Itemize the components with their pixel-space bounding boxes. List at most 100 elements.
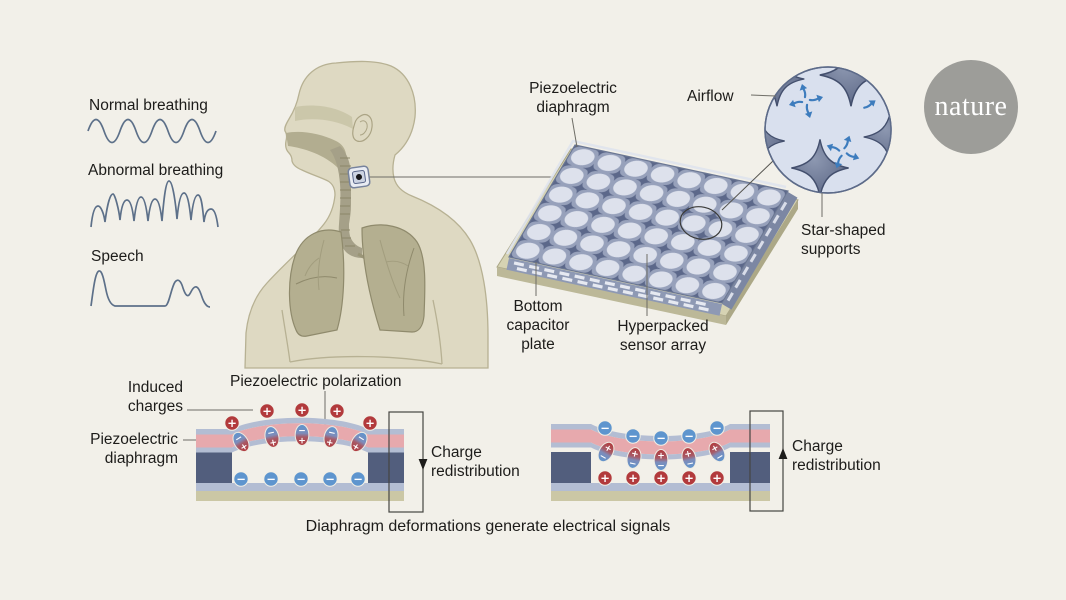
ear-inner — [359, 120, 368, 136]
svg-text:−: − — [597, 451, 609, 463]
mouth-tongue — [286, 131, 347, 168]
current-arrow-up — [778, 448, 788, 459]
lung-left-fissure — [295, 276, 338, 285]
negative-charge: − — [597, 420, 613, 436]
svg-text:+: + — [332, 404, 342, 418]
svg-text:+: + — [657, 452, 665, 462]
lung-right — [361, 224, 426, 333]
array-side-face-front — [506, 258, 723, 316]
positive-charge: + — [653, 470, 669, 486]
bottom-electrode — [196, 483, 404, 491]
svg-text:−: − — [684, 429, 694, 443]
polarization-dipole: +− — [626, 447, 642, 470]
svg-text:+: + — [350, 441, 362, 453]
sensor-array-diagram — [496, 139, 799, 325]
svg-text:−: − — [296, 472, 306, 486]
label-abnormal-breathing: Abnormal breathing — [88, 162, 224, 179]
trachea-rings — [341, 229, 355, 247]
hyperpacked-sensor-grid — [508, 144, 789, 304]
svg-text:+: + — [239, 441, 251, 453]
svg-text:−: − — [686, 459, 695, 470]
positive-charge: + — [362, 415, 378, 431]
polarization-dipole: −+ — [294, 424, 310, 447]
base-layer — [551, 490, 770, 501]
svg-text:−: − — [628, 459, 637, 470]
svg-text:+: + — [712, 471, 722, 485]
positive-charge: + — [597, 470, 613, 486]
airflow-label-line — [750, 94, 777, 97]
svg-text:−: − — [236, 472, 246, 486]
positive-charge: + — [294, 402, 310, 418]
svg-text:+: + — [709, 443, 721, 455]
label-charge-redistribution-left: Charge redistribution — [431, 444, 520, 480]
cross-section-right: −−−−−+−+−+−+−+−+++++ — [551, 410, 788, 512]
label-piezoelectric-diaphragm-top: Piezoelectric diaphragm — [529, 80, 617, 116]
palate — [295, 105, 353, 129]
charges-right: −−−−−+−+−+−+−+−+++++ — [597, 420, 726, 486]
waveform-speech — [90, 270, 211, 308]
positive-charge: + — [224, 415, 240, 431]
nature-logo: nature — [924, 60, 1018, 154]
lung-right-veins — [379, 239, 409, 299]
piezo-top-label-line — [571, 117, 578, 148]
polarization-dipole: +− — [681, 447, 697, 470]
label-induced-charges: Induced charges — [127, 379, 183, 415]
bottom-electrode — [551, 483, 770, 491]
svg-text:−: − — [325, 472, 335, 486]
svg-text:+: + — [628, 471, 638, 485]
negative-charge: − — [293, 471, 309, 487]
svg-text:+: + — [656, 471, 666, 485]
negative-charge: − — [350, 471, 366, 487]
label-airflow: Airflow — [687, 88, 734, 105]
body-silhouette — [244, 60, 489, 369]
positive-charge: + — [625, 470, 641, 486]
svg-text:+: + — [262, 404, 272, 418]
label-star-shaped-supports: Star-shaped supports — [801, 222, 886, 258]
svg-text:−: − — [353, 472, 363, 486]
waveform-normal-breathing — [87, 118, 217, 144]
svg-text:−: − — [355, 433, 367, 445]
negative-charge: − — [322, 471, 338, 487]
ear — [352, 114, 373, 142]
waveform-abnormal-breathing — [90, 180, 219, 228]
svg-text:−: − — [298, 427, 306, 437]
negative-charge: − — [625, 428, 641, 444]
pharynx-rings — [340, 157, 351, 215]
trachea — [338, 224, 362, 258]
label-speech: Speech — [91, 248, 144, 265]
positive-charge: + — [259, 403, 275, 419]
negative-charge: − — [709, 420, 725, 436]
nature-logo-text: nature — [934, 91, 1008, 122]
svg-text:−: − — [266, 472, 276, 486]
magnifier-ellipse — [679, 206, 723, 240]
diaphragm-rim — [505, 139, 787, 255]
svg-text:−: − — [714, 451, 726, 463]
svg-text:−: − — [267, 428, 276, 439]
support-pillar — [196, 452, 232, 483]
label-normal-breathing: Normal breathing — [89, 97, 208, 114]
lung-right-fissure — [403, 247, 415, 317]
polarization-dipole: −+ — [264, 426, 280, 449]
label-piezoelectric-diaphragm-left: Piezoelectric diaphragm — [90, 431, 178, 467]
label-charge-redistribution-right: Charge redistribution — [792, 438, 881, 474]
lung-left-veins — [304, 239, 325, 291]
wire-loop-right — [749, 410, 784, 512]
svg-text:+: + — [684, 449, 693, 460]
polarization-dipole: −+ — [232, 431, 251, 454]
arm-crease-left — [281, 309, 291, 363]
svg-text:−: − — [600, 421, 610, 435]
svg-text:−: − — [327, 428, 336, 439]
base-layer — [196, 490, 404, 501]
support-pillar — [368, 452, 404, 483]
polarization-dipole: −+ — [350, 431, 368, 454]
svg-text:+: + — [602, 443, 614, 455]
svg-text:−: − — [233, 433, 245, 445]
label-bottom-capacitor-plate: Bottom capacitor plate — [506, 298, 570, 353]
positive-charge: + — [709, 470, 725, 486]
svg-text:−: − — [712, 421, 722, 435]
throat-sensor — [347, 165, 371, 189]
negative-charge: − — [263, 471, 279, 487]
svg-text:+: + — [227, 416, 237, 430]
